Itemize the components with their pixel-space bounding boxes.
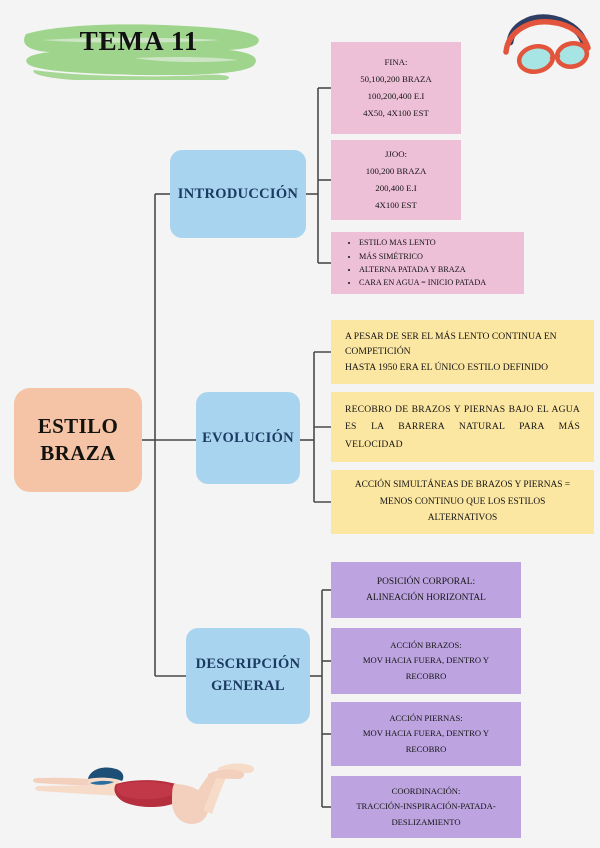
card-coordinacion-line-2: TRACCIÓN-INSPIRACIÓN-PATADA- (356, 801, 496, 812)
card-fina-line-4: 4X50, 4X100 EST (363, 108, 429, 119)
card-accion-piernas[interactable]: ACCIÓN PIERNAS: MOV HACIA FUERA, DENTRO … (331, 702, 521, 766)
card-accion-simultanea-text: ACCIÓN SIMULTÁNEAS DE BRAZOS Y PIERNAS =… (354, 479, 571, 524)
card-accion-simultanea[interactable]: ACCIÓN SIMULTÁNEAS DE BRAZOS Y PIERNAS =… (331, 470, 594, 534)
card-fina-line-3: 100,200,400 E.I (367, 91, 425, 101)
card-coordinacion-line-1: COORDINACIÓN: (391, 786, 461, 797)
card-accion-piernas-line-1: ACCIÓN PIERNAS: (389, 713, 463, 724)
card-coordinacion-line-3: DESLIZAMIENTO (391, 816, 461, 827)
page-title-text: TEMA 11 (79, 26, 199, 56)
card-accion-piernas-line-3: RECOBRO (405, 743, 447, 754)
branch-node-descripcion-general[interactable]: DESCRIPCIÓN GENERAL (186, 628, 310, 724)
card-accion-brazos-line-2: MOV HACIA FUERA, DENTRO Y (362, 655, 490, 666)
card-jjoo[interactable]: JJOO: 100,200 BRAZA 200,400 E.I 4X100 ES… (331, 140, 461, 220)
card-accion-brazos-line-3: RECOBRO (405, 670, 447, 681)
card-competicion-line-2: HASTA 1950 ERA EL ÚNICO ESTILO DEFINIDO (345, 361, 548, 373)
card-accion-brazos-line-1: ACCIÓN BRAZOS: (390, 640, 462, 651)
root-node-estilo-braza[interactable]: ESTILO BRAZA (14, 388, 142, 492)
card-posicion-corporal-line-1: POSICIÓN CORPORAL: (376, 576, 476, 587)
branch-node-evolucion[interactable]: EVOLUCIÓN (196, 392, 300, 484)
card-competicion[interactable]: A PESAR DE SER EL MÁS LENTO CONTINUA EN … (331, 320, 594, 384)
list-item: CARA EN AGUA = INICIO PATADA (359, 276, 518, 289)
card-jjoo-line-4: 4X100 EST (375, 200, 417, 211)
card-recobro[interactable]: RECOBRO DE BRAZOS Y PIERNAS BAJO EL AGUA… (331, 392, 594, 462)
root-line-1: ESTILO (37, 414, 119, 439)
root-line-2: BRAZA (40, 441, 116, 465)
card-fina[interactable]: FINA: 50,100,200 BRAZA 100,200,400 E.I 4… (331, 42, 461, 134)
card-coordinacion[interactable]: COORDINACIÓN: TRACCIÓN-INSPIRACIÓN-PATAD… (331, 776, 521, 838)
card-accion-piernas-line-2: MOV HACIA FUERA, DENTRO Y (362, 728, 490, 739)
swim-goggles-icon (503, 14, 591, 74)
highlighter-brush-stroke (24, 24, 259, 80)
list-item: MÁS SIMÉTRICO (359, 250, 518, 263)
card-jjoo-line-2: 100,200 BRAZA (365, 165, 427, 176)
card-jjoo-line-3: 200,400 E.I (375, 183, 417, 193)
caracteristicas-list: ESTILO MAS LENTO MÁS SIMÉTRICO ALTERNA P… (337, 236, 518, 289)
card-recobro-text: RECOBRO DE BRAZOS Y PIERNAS BAJO EL AGUA… (345, 404, 580, 450)
card-caracteristicas[interactable]: ESTILO MAS LENTO MÁS SIMÉTRICO ALTERNA P… (331, 232, 524, 294)
page-title: TEMA 11 (14, 18, 264, 80)
branch-label-introduccion: INTRODUCCIÓN (177, 185, 299, 202)
branch-label-descripcion-line1: DESCRIPCIÓN (195, 656, 301, 673)
card-fina-line-1: FINA: (384, 56, 408, 67)
card-posicion-corporal[interactable]: POSICIÓN CORPORAL: ALINEACIÓN HORIZONTAL (331, 562, 521, 618)
card-jjoo-line-1: JJOO: (385, 148, 407, 159)
branch-label-descripcion-line2: GENERAL (211, 678, 285, 694)
swimmer-breaststroke-icon (32, 763, 255, 824)
branch-node-introduccion[interactable]: INTRODUCCIÓN (170, 150, 306, 238)
card-accion-brazos[interactable]: ACCIÓN BRAZOS: MOV HACIA FUERA, DENTRO Y… (331, 628, 521, 694)
list-item: ALTERNA PATADA Y BRAZA (359, 263, 518, 276)
branch-label-evolucion: EVOLUCIÓN (202, 429, 294, 446)
card-competicion-line-1: A PESAR DE SER EL MÁS LENTO CONTINUA EN … (345, 330, 557, 358)
card-posicion-corporal-line-2: ALINEACIÓN HORIZONTAL (366, 593, 486, 603)
list-item: ESTILO MAS LENTO (359, 236, 518, 249)
card-fina-line-2: 50,100,200 BRAZA (360, 73, 432, 84)
